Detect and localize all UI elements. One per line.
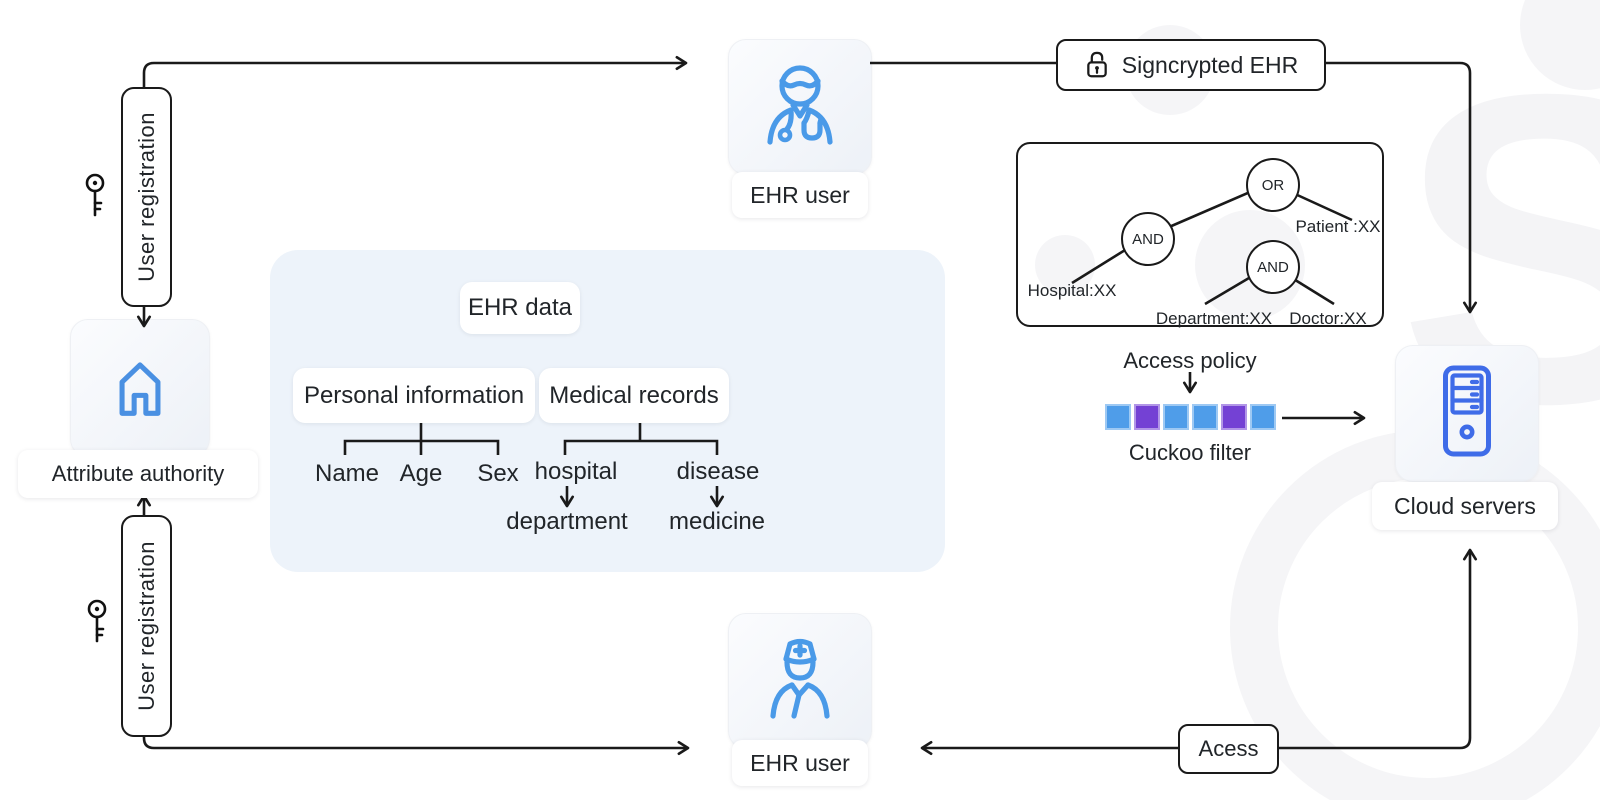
cuckoo-filter-caption: Cuckoo filter (1128, 440, 1252, 465)
ehr-user-bottom-label: EHR user (732, 740, 868, 786)
medical-records-label: Medical records (539, 368, 729, 423)
personal-information-text: Personal information (303, 381, 525, 409)
policy-node-or: OR (1246, 158, 1300, 212)
user-registration-bottom-text: User registration (133, 541, 159, 711)
cloud-servers-box (1395, 345, 1539, 482)
ehr-user-bottom-box (728, 613, 872, 749)
leaf-disease: disease (676, 458, 760, 485)
access-policy-caption: Access policy (1123, 348, 1257, 373)
cuckoo-cell (1163, 404, 1189, 430)
ehr-user-top-text: EHR user (750, 181, 850, 208)
ehr-user-top-label: EHR user (732, 172, 868, 218)
ehr-data-title: EHR data (460, 282, 580, 334)
cuckoo-filter (1105, 404, 1276, 430)
home-icon (101, 347, 179, 430)
medical-records-text: Medical records (549, 381, 719, 409)
doctor-icon (748, 55, 852, 160)
policy-leaf-doctor: Doctor:XX (1289, 309, 1367, 328)
nurse-icon (748, 629, 852, 734)
user-registration-bottom: User registration (121, 515, 172, 737)
cloud-servers-text: Cloud servers (1394, 492, 1536, 519)
attribute-authority-box (70, 319, 210, 457)
leaf-age: Age (399, 460, 443, 487)
cuckoo-cell (1250, 404, 1276, 430)
cuckoo-cell (1105, 404, 1131, 430)
ehr-user-bottom-text: EHR user (750, 749, 850, 776)
leaf-sex: Sex (477, 460, 519, 487)
policy-leaf-patient: Patient :XX (1295, 217, 1381, 236)
cuckoo-cell (1134, 404, 1160, 430)
policy-leaf-department: Department:XX (1155, 309, 1273, 328)
signcrypted-ehr-text: Signcrypted EHR (1121, 51, 1299, 78)
policy-node-and1: AND (1121, 212, 1175, 266)
ehr-data-panel: EHR data Personal information Medical re… (270, 250, 945, 572)
access-label-text: Acess (1198, 736, 1259, 761)
personal-information-label: Personal information (293, 368, 535, 423)
signcrypted-ehr-label: Signcrypted EHR (1056, 39, 1326, 91)
ehr-data-title-text: EHR data (467, 294, 573, 321)
policy-node-and2: AND (1246, 240, 1300, 294)
user-registration-top-text: User registration (133, 112, 159, 282)
leaf-name: Name (314, 460, 380, 487)
access-label: Acess (1178, 724, 1279, 774)
cloud-servers-label: Cloud servers (1372, 482, 1558, 530)
attribute-authority-label: Attribute authority (18, 450, 258, 498)
server-icon (1417, 359, 1517, 468)
policy-node-or-text: OR (1261, 176, 1285, 194)
key-icon-bottom (82, 598, 112, 651)
policy-node-and1-text: AND (1132, 230, 1164, 248)
leaf-medicine: medicine (668, 508, 766, 535)
user-registration-top: User registration (121, 87, 172, 307)
cuckoo-cell (1221, 404, 1247, 430)
policy-leaf-hospital: Hospital:XX (1027, 281, 1117, 300)
cuckoo-cell (1192, 404, 1218, 430)
leaf-hospital: hospital (534, 458, 618, 485)
attribute-authority-text: Attribute authority (51, 461, 225, 486)
policy-node-and2-text: AND (1257, 258, 1289, 276)
ehr-user-top-box (728, 39, 872, 175)
leaf-department: department (506, 508, 628, 535)
lock-icon (1084, 50, 1110, 80)
key-icon-top (80, 172, 110, 225)
